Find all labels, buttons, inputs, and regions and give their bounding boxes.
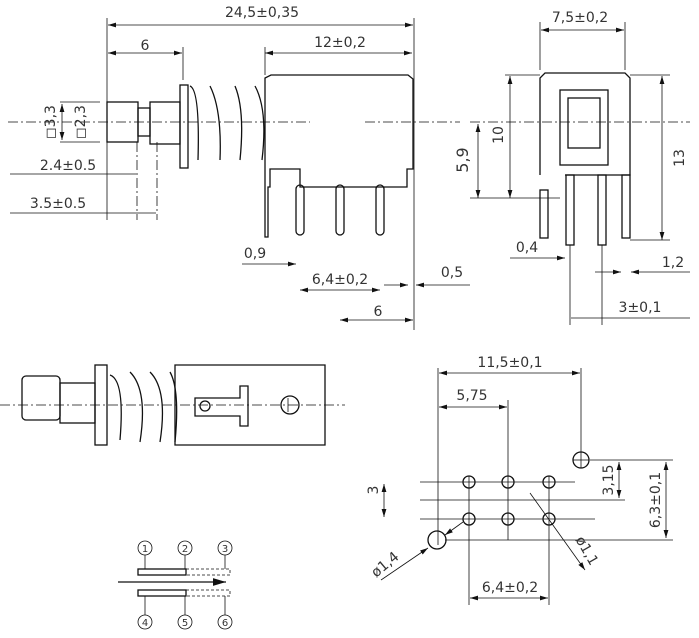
pcb-layout: 11,5±0,1 5,75 3 3,15 6,3±0,1 ø1,4 ø1,1 6… xyxy=(366,355,673,605)
dim-row-pitch: 3 xyxy=(366,486,382,495)
dim-big-hole: ø1,4 xyxy=(368,549,402,581)
pin-4: 4 xyxy=(142,618,148,629)
dim-pin: 0,4 xyxy=(516,240,538,256)
dim-sq-outer: ◻3,3 xyxy=(43,105,59,139)
dim-pitch: 6,4±0,2 xyxy=(482,580,538,596)
dim-h1: 10 xyxy=(491,126,507,144)
dim-pin-to-end: 6 xyxy=(374,304,383,320)
dim-plunger: 6 xyxy=(141,38,150,54)
dim-offset: 0,5 xyxy=(441,265,463,281)
pin-labels: 1 2 3 4 5 6 xyxy=(137,540,233,630)
dim-small-hole: ø1,1 xyxy=(572,534,601,569)
pin-6: 6 xyxy=(222,618,228,629)
front-view: 7,5±0,2 5,9 10 13 0,4 1,2 3±0,1 xyxy=(453,10,690,325)
side-view: 24,5±0,35 6 12±0,2 ◻3,3 ◻2,3 2.4±0.5 3.5… xyxy=(8,5,470,330)
dim-total-y: 6,3±0,1 xyxy=(648,472,664,528)
top-view xyxy=(0,364,345,446)
dim-pin-width: 0,9 xyxy=(244,246,266,262)
dim-offset-y: 3,15 xyxy=(601,464,617,495)
dim-leg: 1,2 xyxy=(662,255,684,271)
dim-pin-pitch: 6,4±0,2 xyxy=(312,272,368,288)
pin-3: 3 xyxy=(222,544,228,555)
dim-leg-pitch: 3±0,1 xyxy=(619,300,662,316)
schematic: 1 2 3 4 5 6 xyxy=(118,540,233,630)
dim-span: 11,5±0,1 xyxy=(477,355,542,371)
dim-center: 5,9 xyxy=(453,147,472,172)
dim-sq-inner: ◻2,3 xyxy=(73,105,89,139)
pin-5: 5 xyxy=(182,618,188,629)
dim-travel1: 2.4±0.5 xyxy=(40,158,96,174)
dim-body: 12±0,2 xyxy=(314,35,366,51)
pin-1: 1 xyxy=(142,544,148,555)
dim-travel2: 3.5±0.5 xyxy=(30,196,86,212)
dim-half: 5,75 xyxy=(456,388,487,404)
pin-2: 2 xyxy=(182,544,188,555)
dim-overall: 24,5±0,35 xyxy=(225,5,299,21)
dim-width: 7,5±0,2 xyxy=(552,10,608,26)
dim-h2: 13 xyxy=(672,149,688,167)
